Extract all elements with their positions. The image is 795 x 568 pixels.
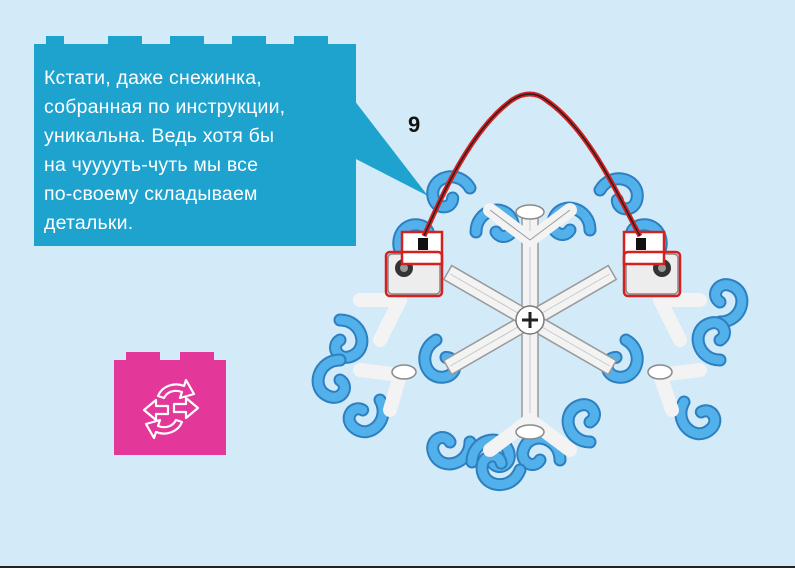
right-sensor bbox=[624, 232, 680, 296]
